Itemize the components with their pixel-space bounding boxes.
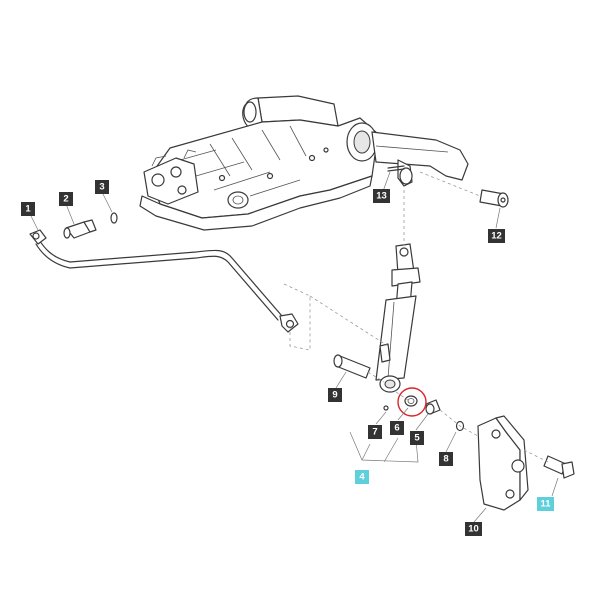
seal-ring-6 <box>404 395 418 407</box>
callout-6[interactable]: 6 <box>390 421 404 435</box>
callout-9[interactable]: 9 <box>328 388 342 402</box>
small-parts <box>383 395 465 432</box>
svg-text:13: 13 <box>376 191 387 202</box>
callout-11[interactable]: 11 <box>537 497 554 511</box>
svg-text:8: 8 <box>443 454 448 465</box>
bracket-10 <box>477 415 529 511</box>
o-ring-3 <box>110 212 118 224</box>
svg-text:6: 6 <box>394 423 399 434</box>
pin-12 <box>479 189 509 208</box>
callout-10[interactable]: 10 <box>465 522 482 536</box>
callout-13[interactable]: 13 <box>373 189 390 203</box>
svg-text:9: 9 <box>332 390 337 401</box>
spring-pin-13 <box>387 165 405 172</box>
highlight-ring <box>397 387 427 417</box>
lift-cylinder <box>375 243 421 393</box>
svg-text:7: 7 <box>372 427 377 438</box>
hydraulic-pipe <box>29 229 299 333</box>
callout-labels: 1 2 3 4 5 6 7 8 9 10 11 <box>21 180 554 536</box>
callout-12[interactable]: 12 <box>488 229 505 243</box>
leader-lines <box>29 171 559 523</box>
callout-4[interactable]: 4 <box>355 470 369 484</box>
svg-text:10: 10 <box>468 524 479 535</box>
callout-8[interactable]: 8 <box>439 452 453 466</box>
callout-2[interactable]: 2 <box>59 192 73 206</box>
svg-text:3: 3 <box>99 182 104 193</box>
adapter-fitting <box>63 219 97 239</box>
callout-7[interactable]: 7 <box>368 425 382 439</box>
svg-text:4: 4 <box>359 472 365 483</box>
svg-text:2: 2 <box>63 194 68 205</box>
callout-5[interactable]: 5 <box>410 431 424 445</box>
assembly-lines <box>283 171 549 463</box>
svg-text:11: 11 <box>540 499 551 510</box>
lift-housing <box>139 95 469 231</box>
callout-1[interactable]: 1 <box>21 202 35 216</box>
grease-nipple-7 <box>383 405 389 411</box>
bolt-11 <box>543 455 575 479</box>
svg-text:1: 1 <box>25 204 31 215</box>
callout-3[interactable]: 3 <box>95 180 109 194</box>
pin-9 <box>333 354 371 379</box>
svg-text:12: 12 <box>491 231 502 242</box>
svg-text:5: 5 <box>414 433 420 444</box>
